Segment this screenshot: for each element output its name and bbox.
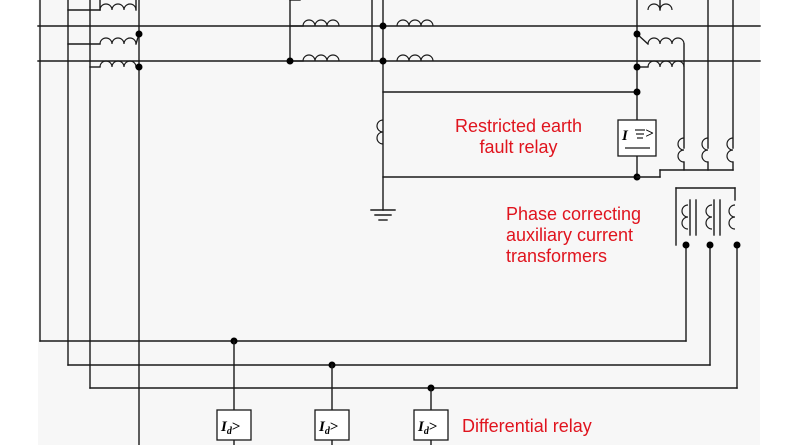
phase-ct-label-line1: Phase correcting: [506, 204, 642, 224]
differential-return-loops: [39, 337, 738, 445]
differential-relay-2: Id>: [314, 409, 350, 441]
ref-relay-label: Restricted earth fault relay: [455, 116, 582, 158]
phase-ct-label-line3: transformers: [506, 246, 608, 266]
left-current-transformers: [39, 0, 143, 445]
phase-correcting-aux-cts: [675, 187, 741, 389]
bus-lines: [37, 25, 761, 62]
differential-relay-3: Id>: [413, 409, 449, 441]
phase-ct-label-line2: auxiliary current: [506, 225, 634, 245]
svg-text:Id>: Id>: [318, 419, 338, 437]
differential-relay-label: Differential relay: [462, 416, 592, 436]
differential-relay-1: Id>: [216, 409, 252, 441]
svg-text:Id>: Id>: [220, 419, 240, 437]
restricted-earth-fault-relay: I >: [617, 119, 657, 157]
svg-text:>: >: [645, 126, 654, 142]
center-power-transformer: [286, 0, 638, 221]
svg-text:Id>: Id>: [417, 419, 437, 437]
phase-ct-label: Phase correcting auxiliary current trans…: [506, 204, 641, 267]
ref-relay-label-line1: Restricted earth: [455, 116, 583, 136]
right-current-transformers: [633, 0, 734, 181]
svg-text:I: I: [621, 128, 629, 144]
ref-relay-label-line2: fault relay: [479, 137, 558, 157]
